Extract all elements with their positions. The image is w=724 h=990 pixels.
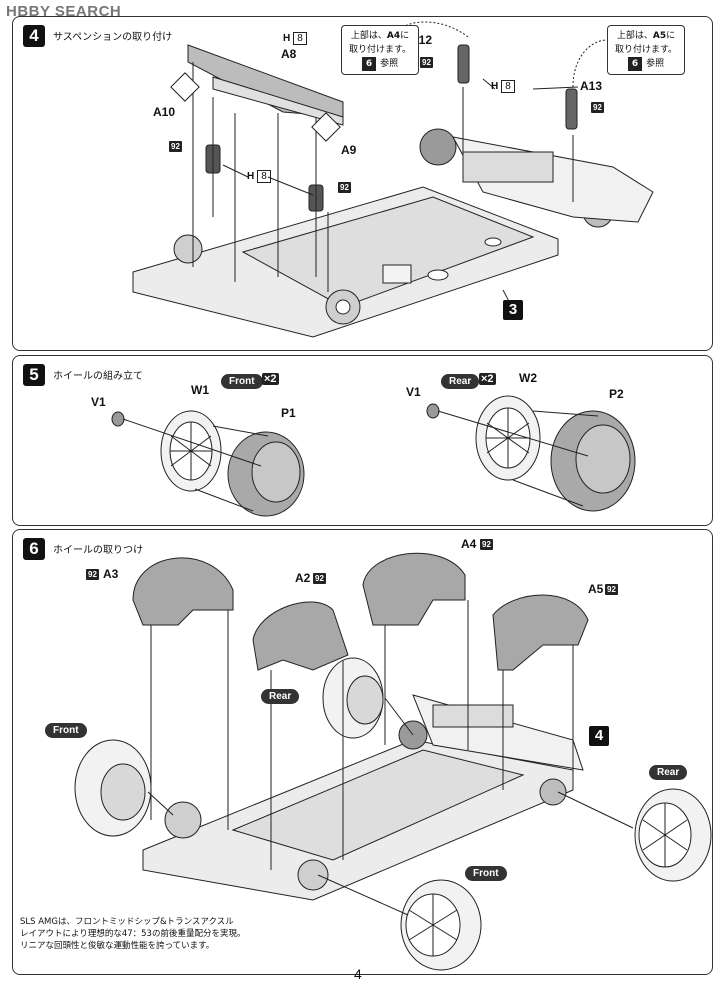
- part-badge-92: 92: [169, 141, 182, 152]
- info-line: レイアウトにより理想的な47：53の前後重量配分を実現。: [20, 929, 246, 939]
- times-two-badge: ×2: [262, 373, 279, 385]
- step-title: サスペンションの取り付け: [53, 32, 173, 43]
- step-6-panel: 6 ホイールの取りつけ 92 A3 A2 92 A4 92 A5 92 Rear…: [12, 529, 713, 975]
- part-badge-92: 92: [591, 102, 604, 113]
- wheel-assembly-illustration: [111, 395, 636, 517]
- part-label-w1: W1: [191, 383, 209, 397]
- hobbysearch-logo: HBBY SEARCH: [6, 3, 122, 20]
- rear-pill: Rear: [649, 765, 688, 780]
- part-label-a3: A3: [103, 567, 119, 581]
- step-number: 6: [23, 538, 45, 560]
- part-badge-92: 92: [338, 182, 351, 193]
- part-label-p1: P1: [281, 406, 296, 420]
- info-line: SLS AMGは、フロントミッドシップ&トランスアクスル: [20, 917, 234, 927]
- step-number: 5: [23, 364, 45, 386]
- part-badge-92: 92: [420, 57, 433, 68]
- part-label-v1: V1: [406, 385, 421, 399]
- part-badge-92: 92: [86, 569, 99, 580]
- info-line: リニアな回頭性と俊敏な運動性能を誇っています。: [20, 941, 215, 951]
- wheel-mounting-illustration: [74, 552, 712, 971]
- part-label-a5: A5: [588, 582, 604, 596]
- part-label-a9: A9: [341, 143, 357, 157]
- part-label-a10: A10: [153, 105, 176, 119]
- step-number: 4: [23, 25, 45, 47]
- times-two-badge: ×2: [479, 373, 496, 385]
- logo-text: BBY SEARCH: [17, 3, 122, 20]
- step-title: ホイールの組み立て: [53, 371, 143, 382]
- part-label-a8: A8: [281, 47, 297, 61]
- front-pill: Front: [221, 374, 263, 389]
- step-5-panel: 5 ホイールの組み立て Front ×2 V1 W1 P1 Rear ×2 V1…: [12, 355, 713, 526]
- part-badge-92: 92: [605, 584, 618, 595]
- part-label-w2: W2: [519, 371, 537, 385]
- front-pill: Front: [45, 723, 87, 738]
- rear-pill: Rear: [261, 689, 300, 704]
- suspension-illustration: [132, 21, 654, 338]
- part-label-p2: P2: [609, 387, 624, 401]
- part-label-a2: A2: [295, 571, 311, 585]
- chassis-ref-3: 3: [503, 300, 523, 320]
- part-label-v1: V1: [91, 395, 106, 409]
- car-info-note: SLS AMGは、フロントミッドシップ&トランスアクスル レイアウトにより理想的…: [20, 916, 245, 952]
- part-badge-92: 92: [313, 573, 326, 584]
- part-label-a4: A4: [461, 537, 477, 551]
- part-badge-92: 92: [480, 539, 493, 550]
- part-label-a13: A13: [580, 79, 603, 93]
- front-pill: Front: [465, 866, 507, 881]
- page-number: 4: [354, 966, 362, 982]
- rear-pill: Rear: [441, 374, 480, 389]
- subassembly-ref-4: 4: [589, 726, 609, 746]
- step-title: ホイールの取りつけ: [53, 545, 144, 556]
